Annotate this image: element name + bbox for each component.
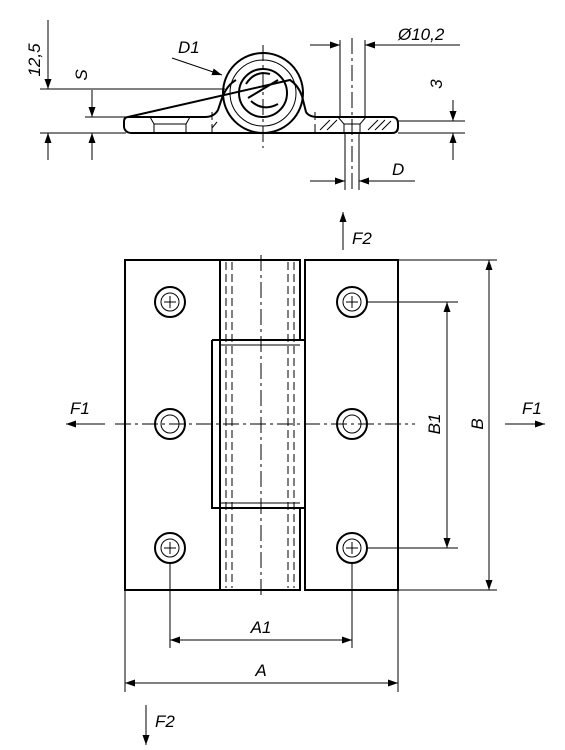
label-12-5: 12,5	[25, 43, 44, 77]
knuckle-top-segment	[220, 259, 305, 341]
side-left-hole	[149, 116, 191, 133]
hole-right-bottom	[336, 532, 368, 564]
label-b: B	[468, 418, 487, 429]
side-section-hatching	[211, 119, 392, 131]
label-b1: B1	[425, 414, 444, 435]
label-a1: A1	[250, 618, 272, 637]
left-leaf	[124, 259, 221, 591]
knuckle-middle-segment	[211, 339, 305, 509]
hole-left-middle	[154, 408, 186, 440]
hole-left-top	[154, 286, 186, 318]
top-view-dimensions	[124, 259, 497, 692]
label-f2-bottom: F2	[155, 712, 175, 731]
hole-right-top	[336, 286, 368, 318]
label-f1-right: F1	[522, 399, 542, 418]
knuckle-bottom-segment	[220, 507, 305, 591]
dimension-labels: 12,5 S D1 Ø10,2 3 D F2 F2 F1 F1 B1 B A1 …	[25, 25, 542, 731]
hole-right-middle	[336, 408, 368, 440]
hole-left-bottom	[154, 532, 186, 564]
top-view	[115, 255, 415, 595]
label-f2-top: F2	[352, 229, 372, 248]
label-d1: D1	[178, 38, 200, 57]
label-d: D	[392, 160, 404, 179]
force-arrows	[66, 212, 545, 745]
side-knuckle-pin	[238, 68, 288, 118]
label-a: A	[254, 661, 266, 680]
side-base-plate	[123, 78, 399, 134]
label-f1-left: F1	[70, 399, 90, 418]
side-view	[123, 38, 399, 190]
label-s: S	[72, 69, 91, 81]
label-diameter: Ø10,2	[397, 25, 445, 44]
label-3: 3	[427, 79, 446, 89]
right-leaf	[304, 259, 399, 591]
side-view-dimensions	[40, 20, 465, 190]
